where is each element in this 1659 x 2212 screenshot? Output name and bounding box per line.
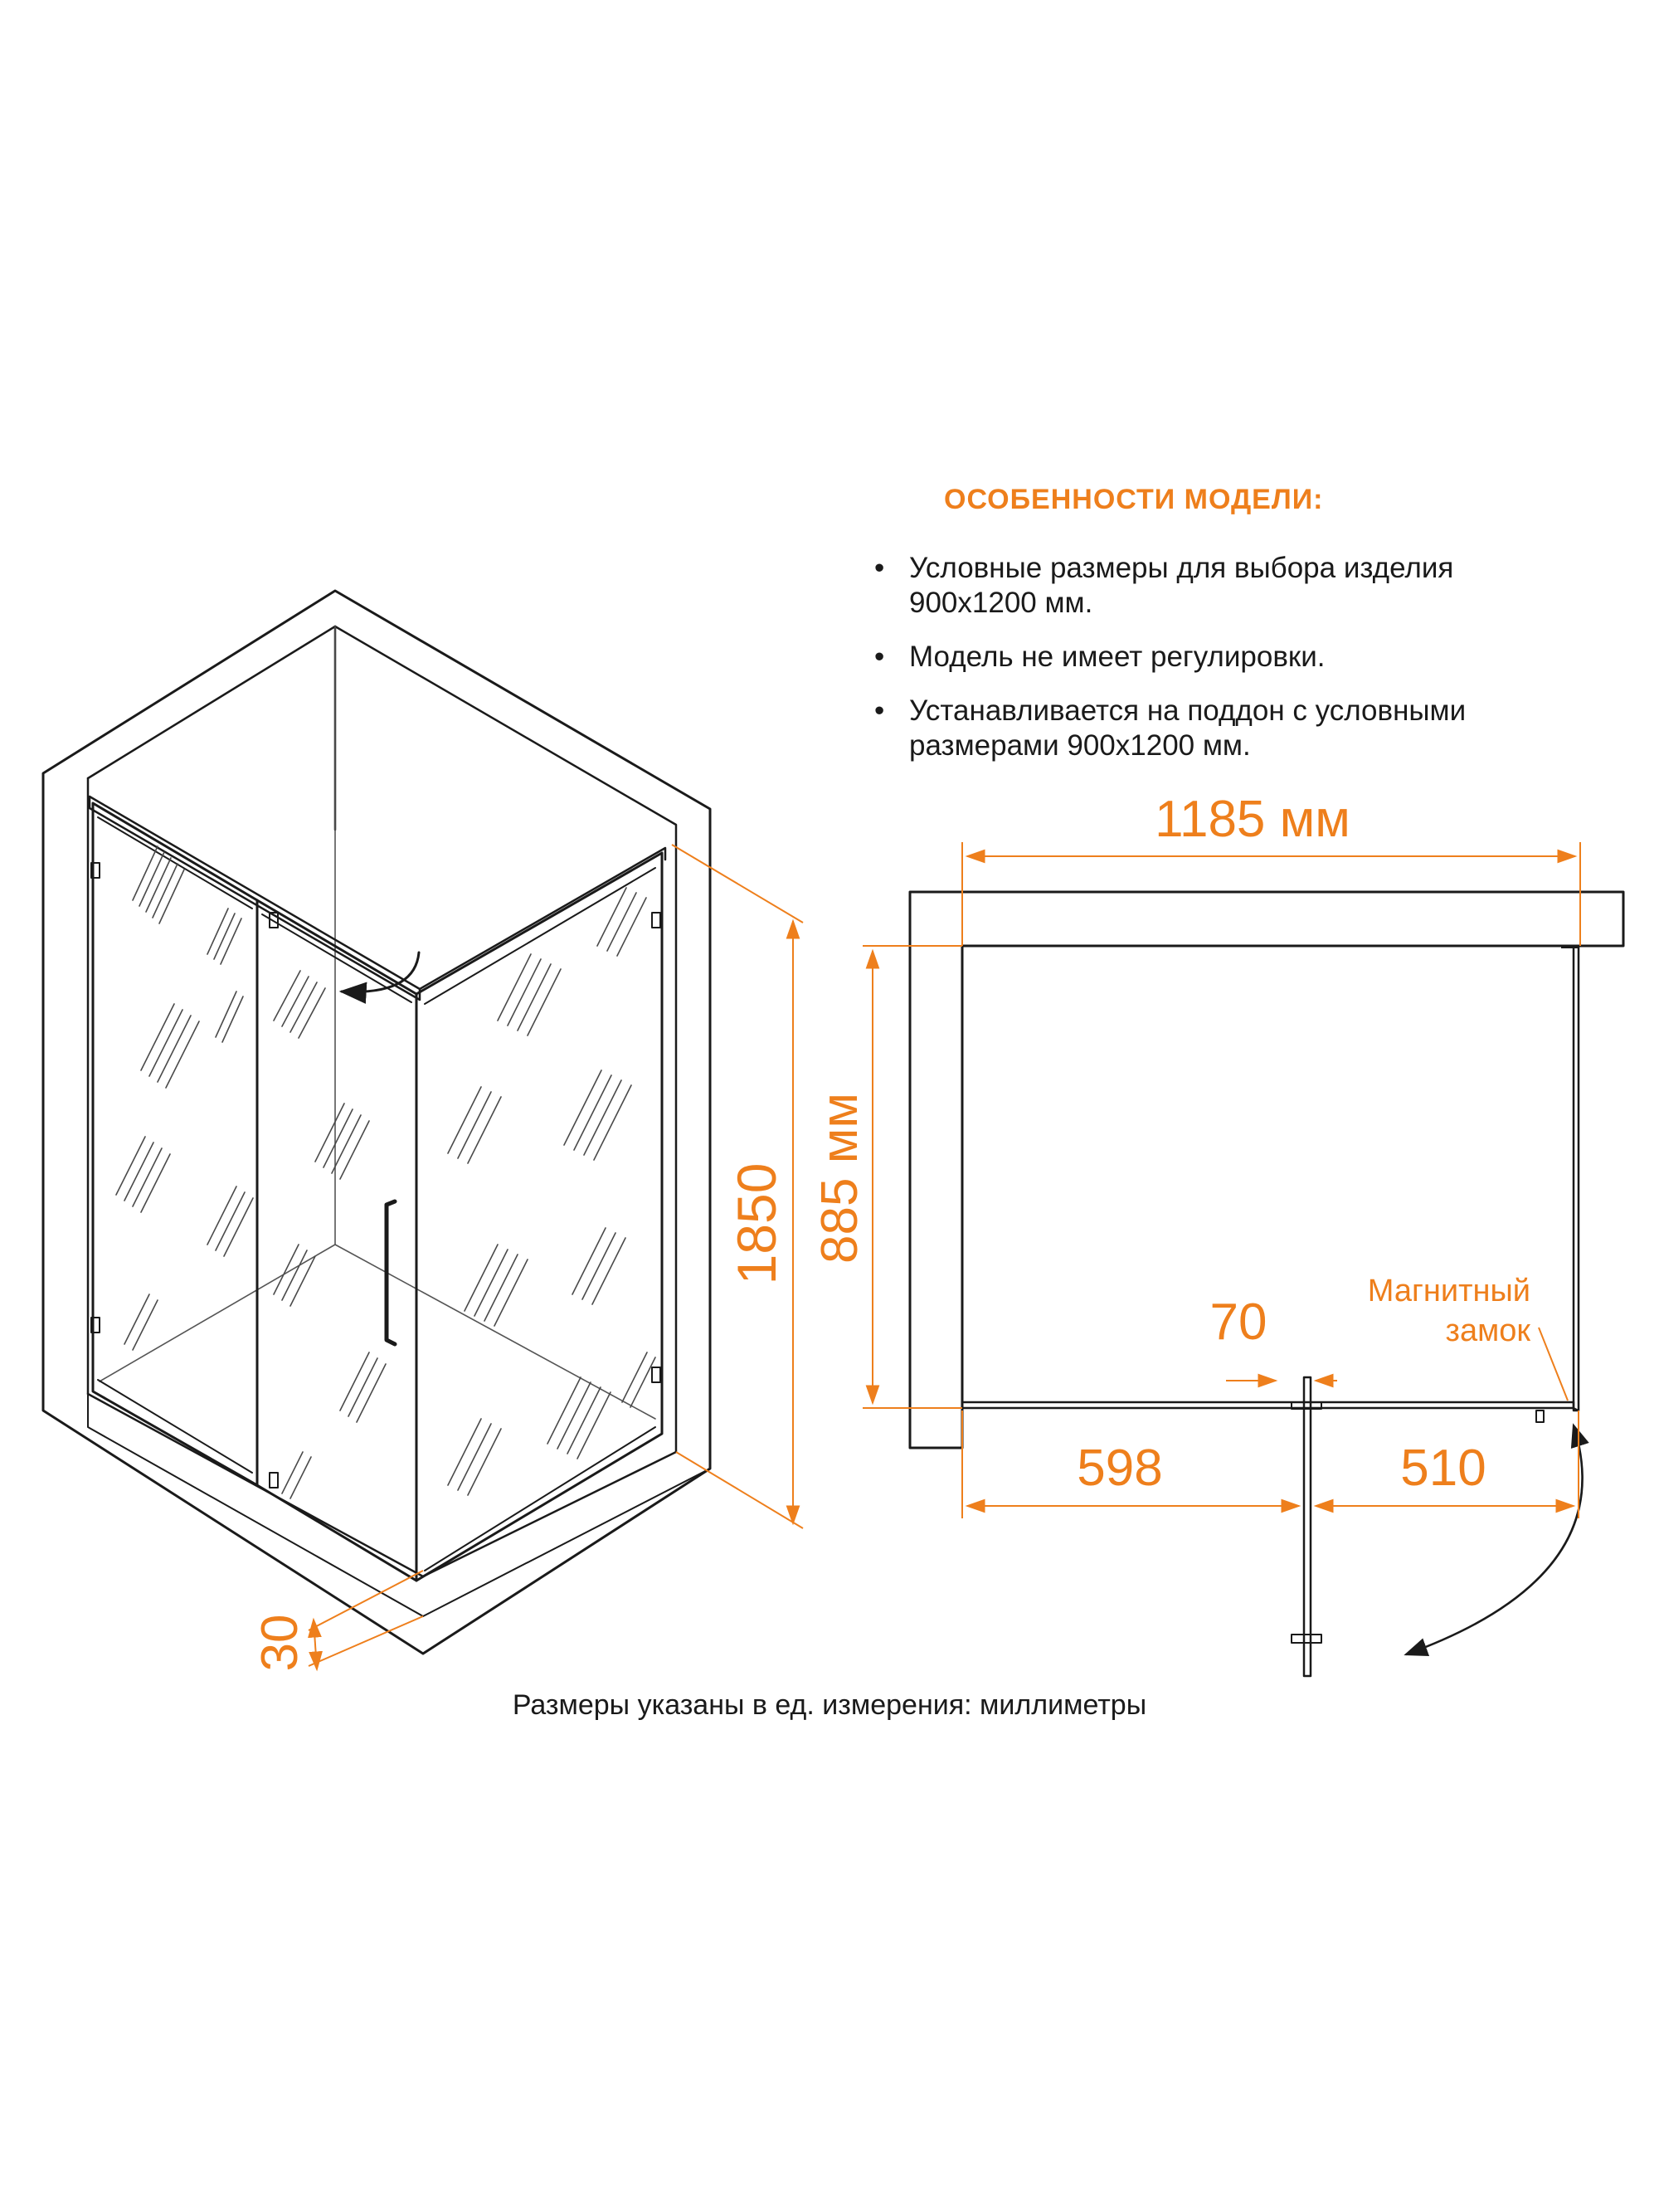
dim-1185: [961, 842, 1581, 946]
feature-text: Модель не имеет регулировки.: [909, 641, 1326, 673]
top-rail: [88, 795, 421, 1001]
door-handle: [384, 1199, 397, 1347]
back-wall: [86, 625, 337, 831]
right-wall-inner: [333, 625, 678, 1454]
features-list: • Условные размеры для выбора изделия 900…: [871, 551, 1535, 782]
feature-item: • Устанавливается на поддон с условными р…: [871, 694, 1535, 763]
bullet-icon: •: [874, 641, 885, 673]
features-title: ОСОБЕННОСТИ МОДЕЛИ:: [944, 484, 1324, 515]
dim-1850: [671, 844, 804, 1529]
lock-leader: [1538, 1327, 1569, 1401]
plan-swing-arc: [1404, 1423, 1589, 1656]
feature-text: Условные размеры для выбора изделия 900x…: [909, 552, 1454, 619]
bullet-icon: •: [874, 552, 885, 584]
wall-outline: [41, 589, 712, 1655]
dim-598-label: 598: [1077, 1440, 1162, 1497]
plan-wall: [908, 890, 1625, 1449]
tray-base: [86, 1392, 678, 1578]
side-panel: [415, 851, 664, 1582]
plan-door: [1302, 1376, 1312, 1678]
door-swing-arrow: [338, 951, 421, 1004]
dim-598: [961, 1411, 1301, 1518]
dim-1850-label: 1850: [726, 1163, 787, 1285]
dim-70-label: 70: [1210, 1294, 1267, 1351]
plan-fixed-panel: [961, 1401, 1575, 1410]
dim-30: [308, 1570, 424, 1672]
fixed-panel: [91, 801, 259, 1487]
plan-side-panel: [1572, 944, 1580, 1412]
feature-text: Устанавливается на поддон с условными ра…: [909, 694, 1467, 762]
bullet-icon: •: [874, 694, 885, 727]
dim-510: [1313, 1411, 1579, 1518]
dim-885: [863, 945, 962, 1409]
dim-30-label: 30: [251, 1615, 309, 1672]
lock-label-line2: замок: [1446, 1313, 1531, 1348]
dim-1185-label: 1185 мм: [1155, 791, 1350, 848]
feature-item: • Условные размеры для выбора изделия 900…: [871, 551, 1535, 621]
feature-item: • Модель не имеет регулировки.: [871, 640, 1535, 675]
units-footnote: Размеры указаны в ед. измерения: миллиме…: [512, 1689, 1147, 1721]
dim-510-label: 510: [1400, 1440, 1486, 1497]
door-panel: [255, 899, 418, 1582]
lock-label-line1: Магнитный: [1368, 1274, 1530, 1308]
isometric-view: [41, 589, 712, 1655]
dim-885-label: 885 мм: [811, 1093, 868, 1264]
glass-hatching: [115, 845, 656, 1499]
